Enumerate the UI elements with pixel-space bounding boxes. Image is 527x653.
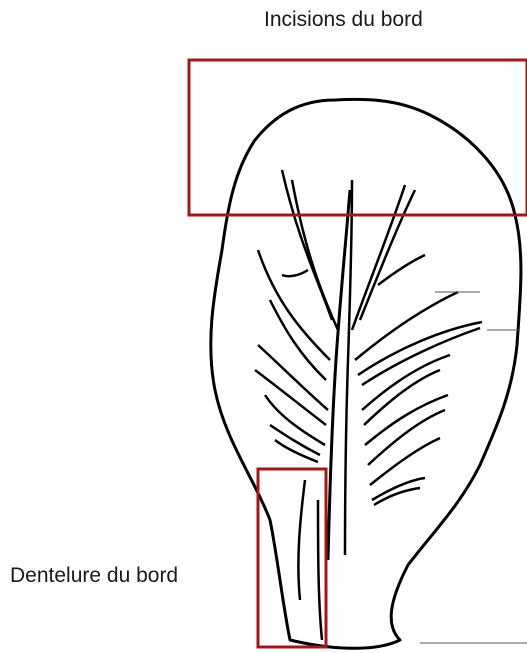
vein-left-6 xyxy=(270,425,320,455)
petiole-line-right xyxy=(318,500,322,640)
highlight-box-dentelure xyxy=(258,469,326,647)
vein-left-2 xyxy=(270,300,326,380)
vein-branch-left-short xyxy=(282,270,308,276)
vein-left-5 xyxy=(265,395,325,445)
vein-right-3 xyxy=(362,328,480,385)
vein-right-6 xyxy=(365,395,448,445)
vein-right-8 xyxy=(370,438,440,485)
vein-right-1 xyxy=(355,292,458,360)
vein-right-10 xyxy=(374,488,420,505)
vein-upper-right-1 xyxy=(352,185,405,330)
petiole-line-left xyxy=(298,480,305,600)
highlight-box-incisions xyxy=(189,60,527,215)
vein-upper-left-1 xyxy=(292,180,338,330)
vein-upper-right-2 xyxy=(360,190,415,320)
